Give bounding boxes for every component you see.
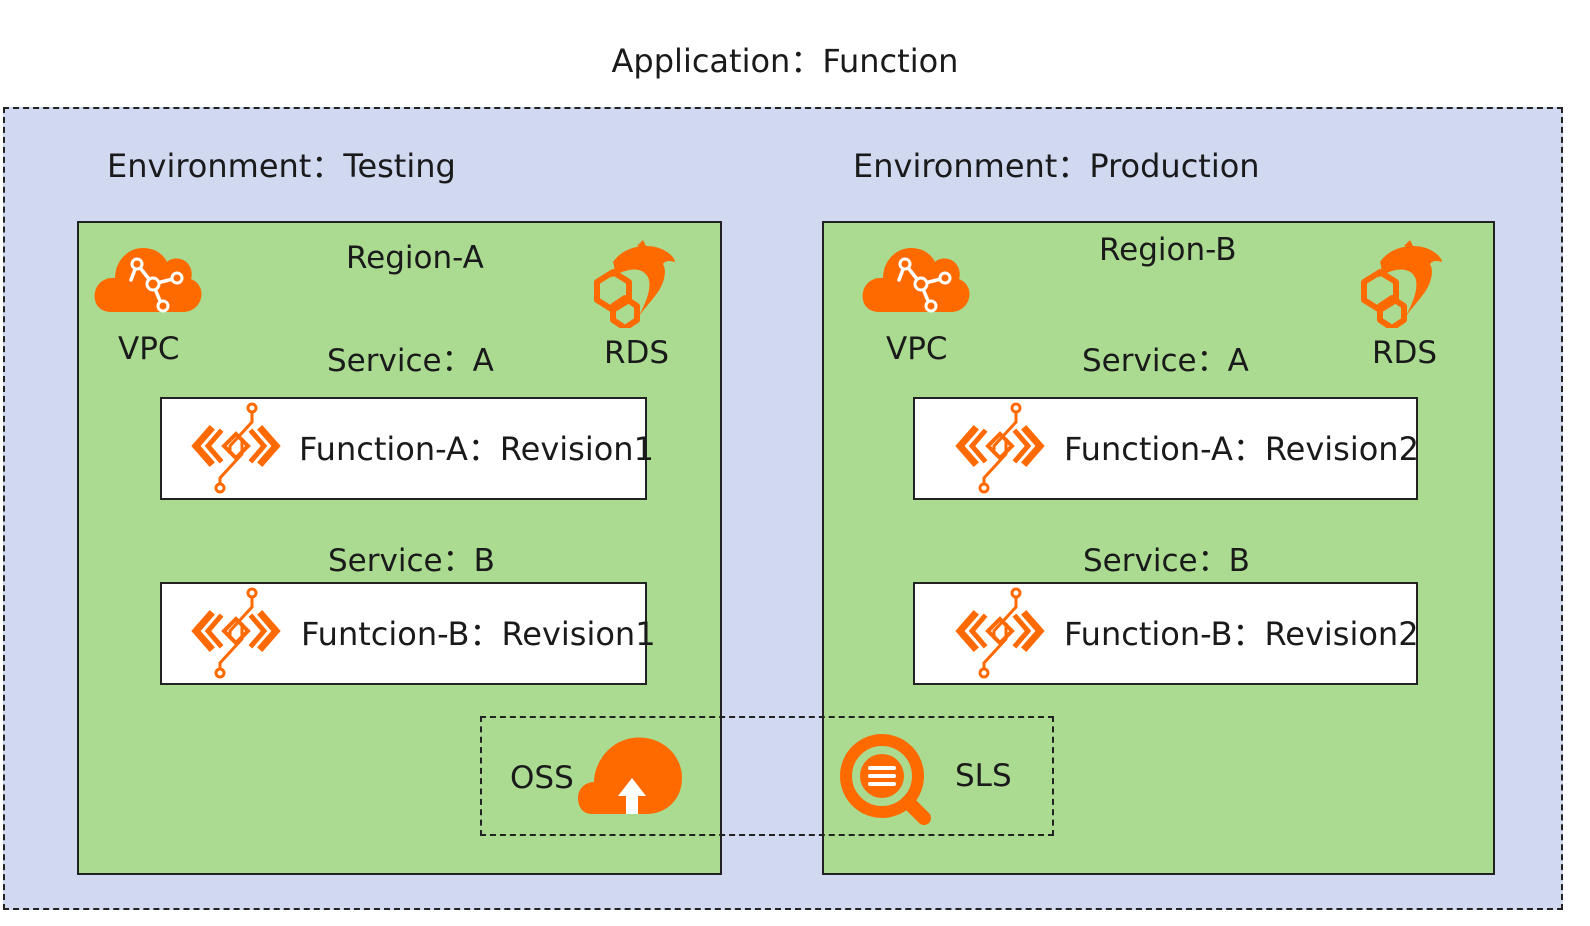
rds-label: RDS — [604, 335, 670, 371]
function-a-box — [913, 397, 1418, 500]
function-a-label: Function-A：Revision2 — [1064, 430, 1419, 468]
vpc-cloud-icon — [93, 240, 203, 315]
service-a-label: Service：A — [327, 343, 494, 379]
application-title: Application：Function — [611, 42, 959, 80]
function-b-label: Funtcion-B：Revision1 — [301, 615, 656, 653]
function-b-label: Function-B：Revision2 — [1064, 615, 1419, 653]
service-b-label: Service：B — [328, 543, 495, 579]
function-compute-icon — [190, 587, 282, 679]
region-b-label: Region-B — [1099, 232, 1237, 268]
shared-services-container — [480, 716, 1054, 836]
rds-dolphin-icon — [585, 240, 677, 328]
rds-dolphin-icon — [1352, 240, 1444, 328]
function-compute-icon — [190, 402, 282, 494]
sls-log-search-icon — [836, 730, 936, 826]
environment-production-label: Environment：Production — [853, 147, 1260, 185]
function-a-label: Function-A：Revision1 — [299, 430, 654, 468]
oss-label: OSS — [510, 760, 574, 796]
region-a-label: Region-A — [346, 240, 484, 276]
rds-label: RDS — [1372, 335, 1438, 371]
service-b-label: Service：B — [1083, 543, 1250, 579]
function-compute-icon — [954, 402, 1046, 494]
service-a-label: Service：A — [1082, 343, 1249, 379]
environment-testing-label: Environment：Testing — [107, 147, 456, 185]
sls-label: SLS — [955, 758, 1012, 794]
vpc-label: VPC — [118, 331, 180, 367]
function-compute-icon — [954, 587, 1046, 679]
vpc-cloud-icon — [861, 240, 971, 315]
vpc-label: VPC — [886, 331, 948, 367]
function-b-box — [913, 582, 1418, 685]
oss-cloud-upload-icon — [578, 736, 682, 816]
region-b-container — [822, 221, 1495, 875]
